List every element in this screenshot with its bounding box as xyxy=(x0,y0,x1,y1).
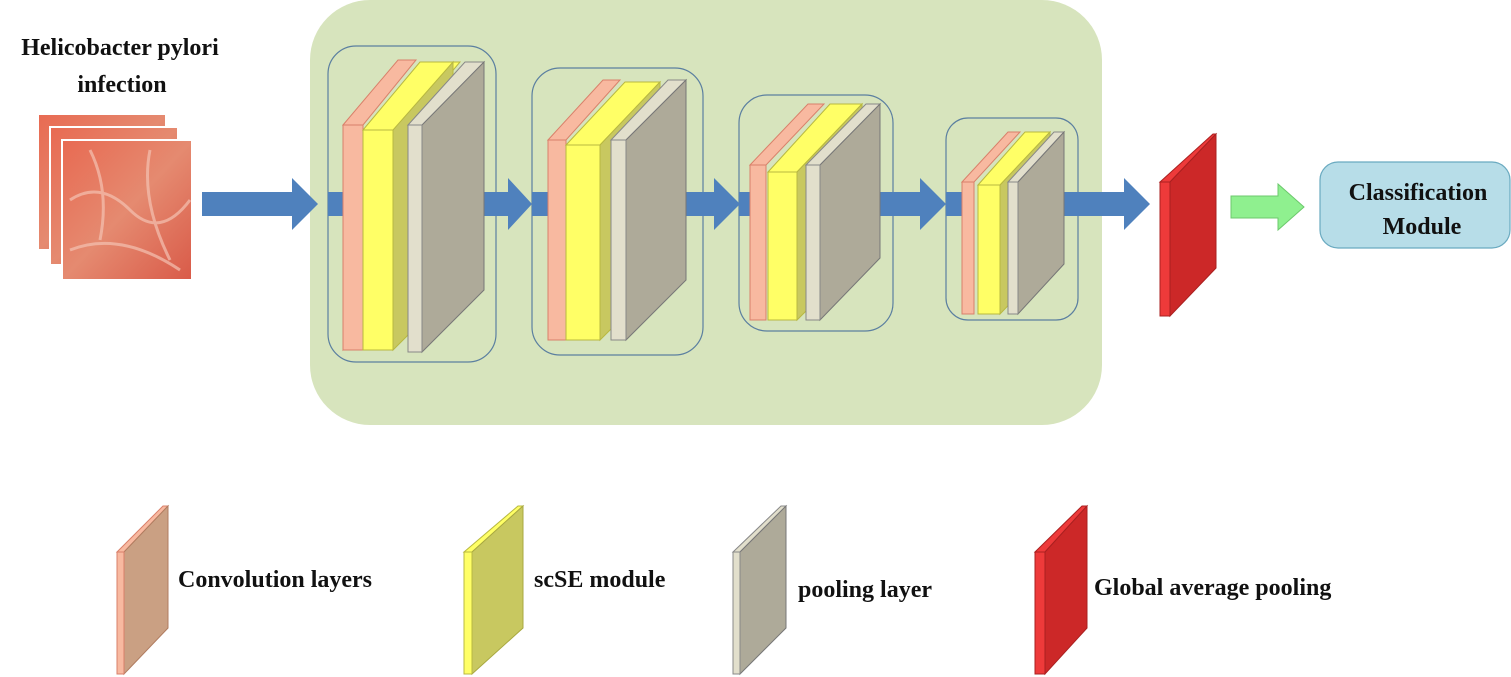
arrow-stub-stage2 xyxy=(532,192,548,216)
legend: Convolution layers scSE module pooling l… xyxy=(115,504,1331,676)
input-image-stack xyxy=(37,113,193,281)
legend-item-pooling: pooling layer xyxy=(731,504,932,676)
stage2-blocks xyxy=(546,78,688,342)
legend-label-global-average-pooling: Global average pooling xyxy=(1094,575,1331,601)
arrow-stage3-to-stage4 xyxy=(880,178,946,230)
legend-label-pooling: pooling layer xyxy=(798,577,932,603)
input-title-line1: Helicobacter pylori xyxy=(21,35,219,61)
legend-label-scse: scSE module xyxy=(534,567,666,593)
stage4-blocks xyxy=(960,130,1066,316)
arrow-stage4-to-gap xyxy=(1062,178,1150,230)
arrow-stub-stage1 xyxy=(328,192,344,216)
arrow-gap-to-classification xyxy=(1230,182,1305,232)
convolution-layer-side xyxy=(123,504,169,676)
stage1-blocks xyxy=(341,59,486,354)
global-average-pooling-block xyxy=(1158,132,1218,318)
legend-item-convolution: Convolution layers xyxy=(115,504,372,676)
legend-item-scse: scSE module xyxy=(462,504,666,676)
classification-module-box xyxy=(1319,161,1511,249)
classification-module-line2: Module xyxy=(1383,214,1462,240)
arrow-stage1-to-stage2 xyxy=(484,178,532,230)
arrow-input-to-stage1 xyxy=(202,178,318,230)
stage3-blocks xyxy=(748,102,882,322)
arrow-stage2-to-stage3 xyxy=(684,178,740,230)
classification-module-line1: Classification xyxy=(1349,180,1488,206)
arrow-stub-stage3 xyxy=(739,192,751,216)
legend-item-global-average-pooling: Global average pooling xyxy=(1033,504,1331,676)
legend-label-convolution: Convolution layers xyxy=(178,567,372,593)
arrow-stub-stage4 xyxy=(946,192,962,216)
stage-box-4 xyxy=(945,117,1079,321)
input-title-line2: infection xyxy=(77,72,166,98)
